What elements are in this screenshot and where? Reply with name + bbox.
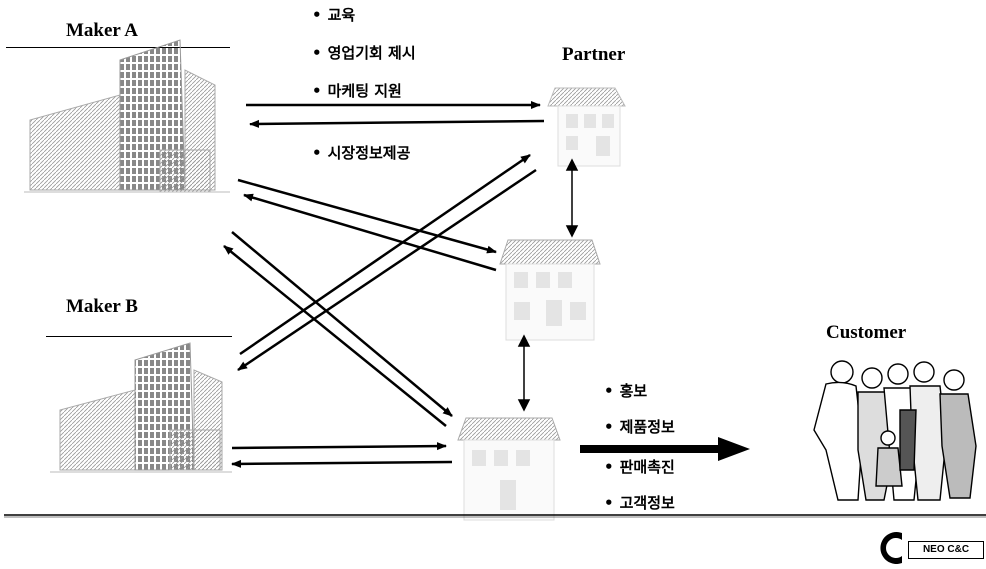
arrow-partner-to-maker-b — [237, 168, 537, 372]
partner-store-icon-1 — [547, 87, 626, 167]
arrow-maker-b-to-partner — [239, 153, 531, 356]
partner-store-icon-3 — [457, 417, 561, 521]
flow-item-marketing-support: •마케팅 지원 — [312, 82, 402, 100]
flow-item-market-info: •시장정보제공 — [312, 144, 411, 162]
arrow-partner-to-maker-a — [249, 119, 545, 128]
arrow-partner-2-to-maker-a — [243, 193, 497, 272]
flow-item-promotion: •홍보 — [604, 382, 648, 400]
flow-item-sales-promotion: •판매촉진 — [604, 458, 675, 476]
arrow-partner-to-customer — [580, 437, 750, 461]
logo-text: NEO C&C — [908, 541, 984, 559]
flow-item-customer-info: •고객정보 — [604, 494, 675, 512]
company-logo: NEO C&C — [868, 531, 986, 565]
maker-a-building-icon — [24, 39, 230, 193]
partner-store-icon-2 — [499, 239, 601, 341]
arrow-partner-3-to-maker-b — [231, 459, 453, 468]
partner-label: Partner — [562, 44, 626, 65]
customer-label: Customer — [826, 322, 907, 343]
link-partner-2-3 — [517, 334, 531, 412]
arrow-maker-b-to-partner-3 — [231, 442, 447, 451]
flow-item-sales-opportunity: •영업기회 제시 — [312, 44, 416, 62]
arrow-partner-3-to-maker-a — [223, 245, 447, 427]
maker-b-underline — [46, 336, 232, 337]
maker-a-underline — [6, 47, 230, 48]
arrow-maker-a-to-partner-3 — [231, 231, 453, 417]
flow-item-product-info: •제품정보 — [604, 418, 675, 436]
maker-a-label: Maker A — [66, 20, 138, 41]
maker-b-building-icon — [50, 342, 232, 473]
customer-group-icon — [813, 360, 977, 501]
flow-item-education: •교육 — [312, 6, 356, 24]
link-partner-1-2 — [565, 158, 579, 238]
logo-mark-icon — [880, 532, 902, 564]
maker-b-label: Maker B — [66, 296, 138, 317]
arrow-maker-a-to-partner-2 — [237, 178, 497, 254]
